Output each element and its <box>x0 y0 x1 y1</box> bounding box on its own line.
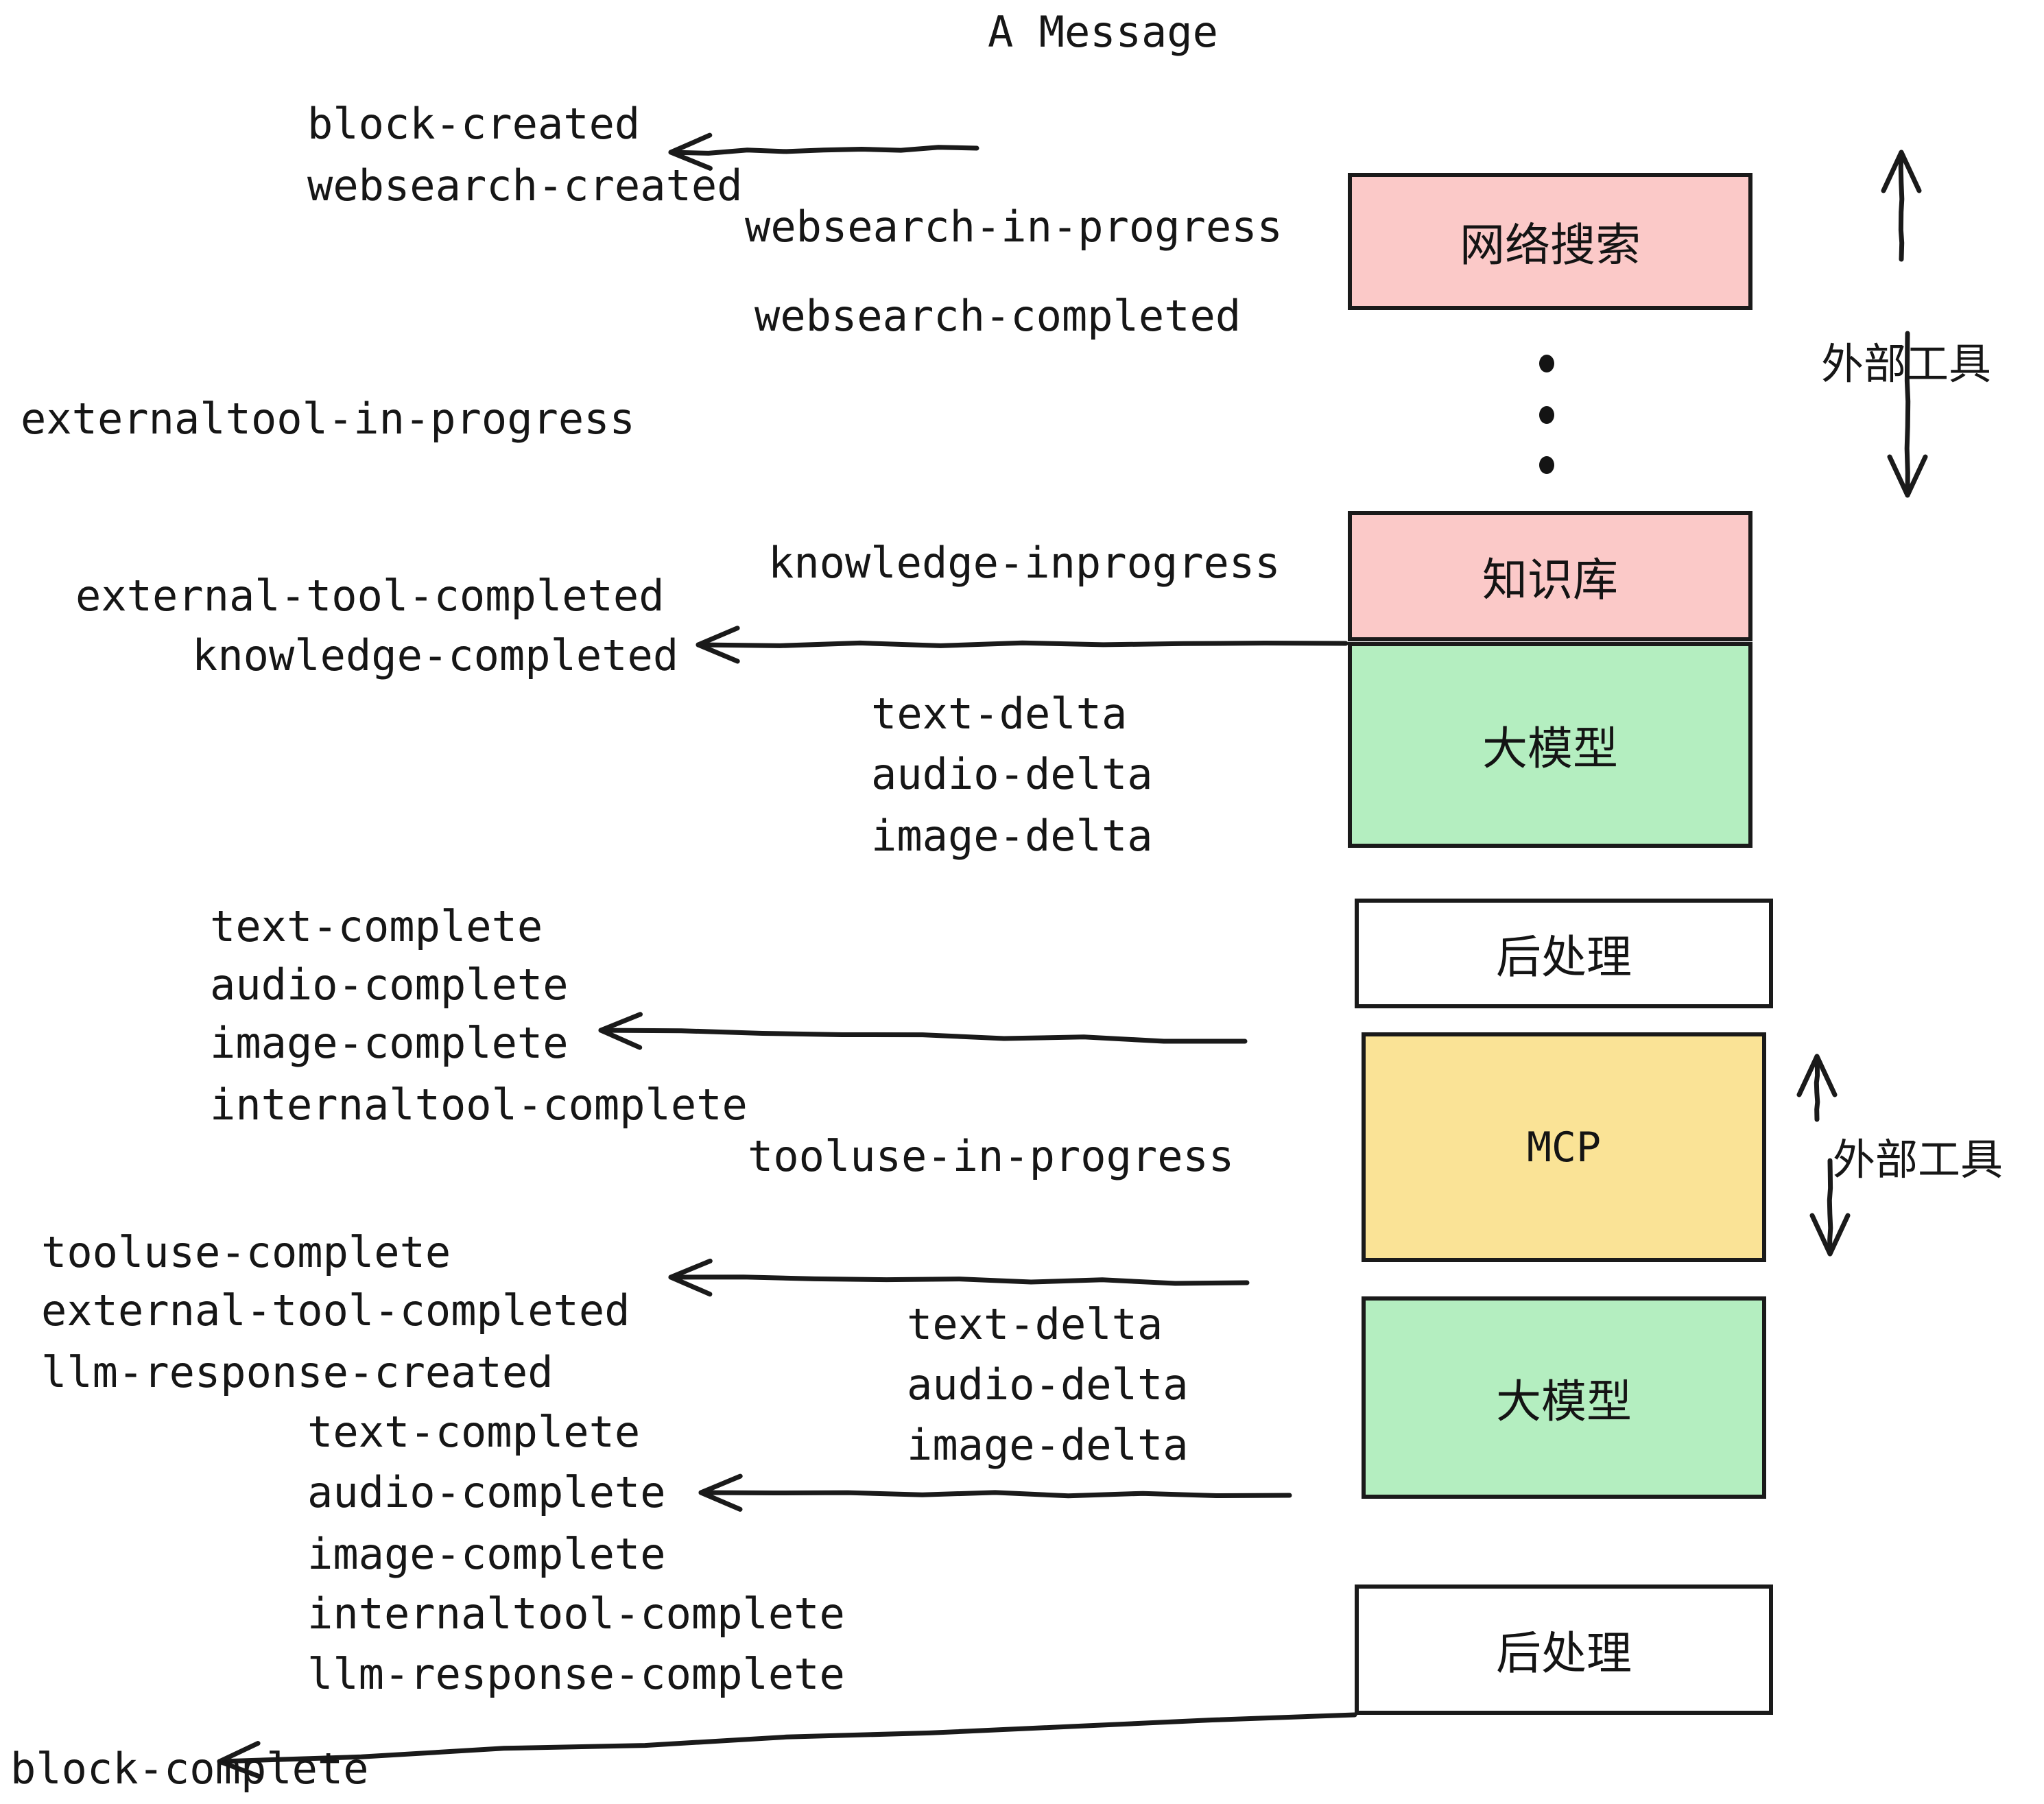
event-label-2: externaltool-in-progress <box>21 394 635 444</box>
event-label-5: text-complete <box>210 901 543 951</box>
event-label-4: audio-delta <box>871 749 1153 799</box>
box-label-llm-2: 大模型 <box>1496 1375 1632 1428</box>
box-label-mcp: MCP <box>1526 1123 1602 1172</box>
event-label-15: internaltool-complete <box>307 1589 845 1639</box>
event-label-7: text-delta <box>907 1299 1163 1349</box>
event-label-3: text-delta <box>871 689 1128 739</box>
arrow-line-to-block-complete <box>217 1712 1357 1764</box>
ellipsis-dot <box>1539 406 1554 424</box>
arrow-head-to-image-complete <box>598 1012 643 1050</box>
arrow-line-external-tool-up-2 <box>1814 1054 1820 1122</box>
box-websearch: 网络搜索 <box>1348 173 1752 310</box>
event-label-14: image-complete <box>307 1529 666 1579</box>
box-postprocess-2: 后处理 <box>1355 1585 1773 1715</box>
arrow-head-external-tool-up-2 <box>1796 1054 1838 1097</box>
box-label-postprocess-2: 后处理 <box>1496 1627 1632 1680</box>
arrow-head-to-audio-complete <box>698 1473 743 1512</box>
event-label-4: knowledge-completed <box>192 630 679 680</box>
arrow-head-external-tool-down-1 <box>1887 454 1928 498</box>
arrow-head-to-tooluse-complete <box>668 1258 713 1297</box>
event-label-3: external-tool-completed <box>75 571 665 621</box>
event-label-6: audio-complete <box>210 960 569 1010</box>
event-label-11: llm-response-created <box>41 1347 554 1397</box>
event-label-8: audio-delta <box>907 1360 1189 1410</box>
event-label-9: image-delta <box>907 1420 1189 1470</box>
external-tool-label-1: 外部工具 <box>1833 1135 2004 1185</box>
event-label-10: external-tool-completed <box>41 1285 630 1336</box>
event-label-9: tooluse-complete <box>41 1227 451 1277</box>
arrow-line-to-block-created <box>668 145 979 156</box>
event-label-6: tooluse-in-progress <box>748 1131 1235 1181</box>
box-llm-1: 大模型 <box>1348 642 1752 848</box>
ellipsis-dot <box>1539 355 1554 372</box>
arrow-line-to-audio-complete <box>698 1490 1292 1499</box>
box-label-knowledge: 知识库 <box>1482 554 1618 606</box>
arrow-line-to-image-complete <box>598 1028 1248 1044</box>
event-label-1: websearch-completed <box>754 291 1241 341</box>
box-label-websearch: 网络搜索 <box>1460 219 1641 272</box>
arrow-head-external-tool-up-1 <box>1881 150 1922 193</box>
event-label-2: knowledge-inprogress <box>768 538 1281 588</box>
event-label-16: llm-response-complete <box>307 1649 845 1699</box>
arrow-line-external-tool-down-2 <box>1827 1158 1833 1257</box>
event-label-7: image-complete <box>210 1018 569 1068</box>
box-label-llm-1: 大模型 <box>1482 722 1618 775</box>
ellipsis-dot <box>1539 456 1554 474</box>
event-label-17: block-complete <box>10 1744 369 1794</box>
page-title: A Message <box>988 7 1218 57</box>
arrow-line-to-knowledge-completed <box>696 640 1348 648</box>
event-label-0: websearch-in-progress <box>745 202 1283 252</box>
event-label-1: websearch-created <box>307 161 743 211</box>
arrow-line-to-tooluse-complete <box>668 1274 1250 1286</box>
box-mcp: MCP <box>1362 1032 1766 1262</box>
box-postprocess-1: 后处理 <box>1355 899 1773 1008</box>
event-label-0: block-created <box>307 99 641 149</box>
box-knowledge: 知识库 <box>1348 511 1752 641</box>
arrow-line-external-tool-up-1 <box>1898 150 1905 262</box>
arrow-head-external-tool-down-2 <box>1809 1213 1851 1257</box>
event-label-13: audio-complete <box>307 1467 666 1517</box>
box-llm-2: 大模型 <box>1362 1296 1766 1499</box>
event-label-8: internaltool-complete <box>210 1080 748 1130</box>
box-label-postprocess-1: 后处理 <box>1496 931 1632 984</box>
event-label-5: image-delta <box>871 811 1153 861</box>
external-tool-label-0: 外部工具 <box>1821 339 1992 389</box>
arrow-head-to-knowledge-completed <box>696 626 740 664</box>
event-label-12: text-complete <box>307 1407 641 1457</box>
